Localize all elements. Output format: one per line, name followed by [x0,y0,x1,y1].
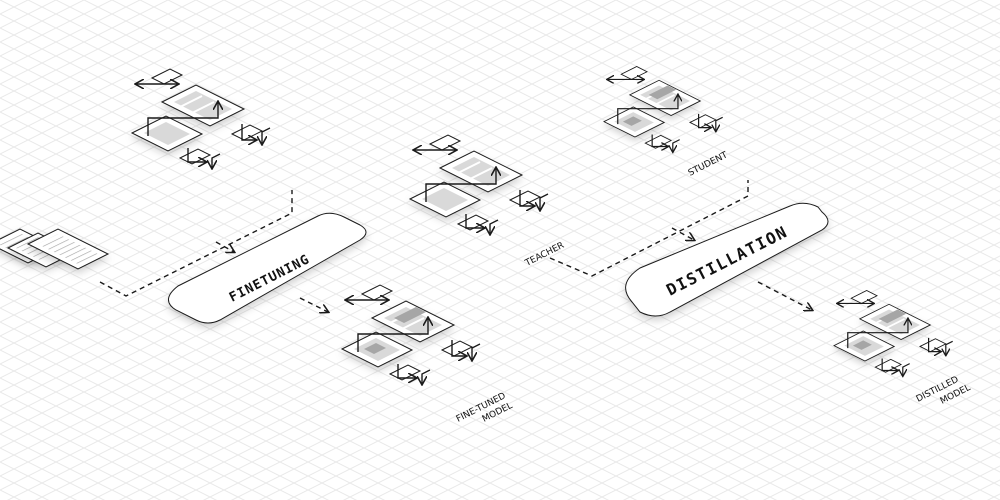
dashed-connector-icon [99,180,812,312]
document-stack-icon [0,228,110,270]
